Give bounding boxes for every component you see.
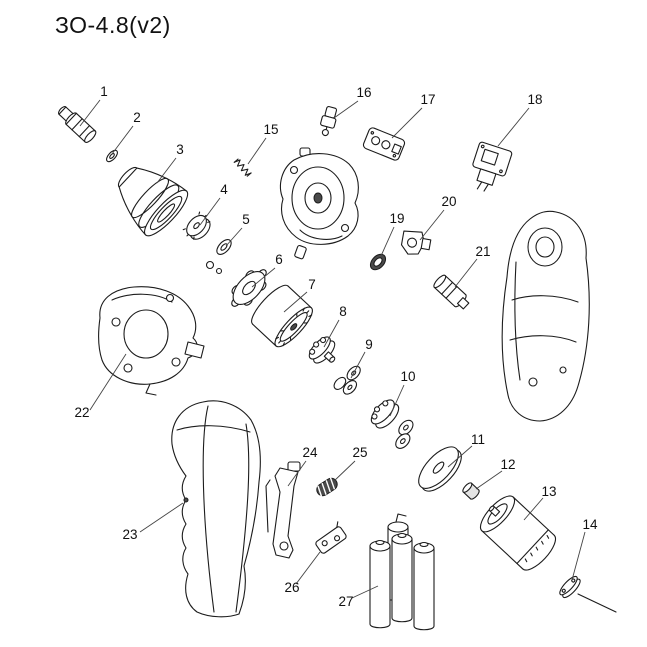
part-5-pins [205,260,223,275]
part-23-grip-housing-half [171,400,261,618]
part-2-washer [106,149,118,163]
part-12-coupling [462,482,480,500]
part-number-12: 12 [500,457,515,472]
part-8-planet-carrier [308,336,336,364]
part-17-switch-plate [362,127,406,161]
part-number-14: 14 [582,517,598,532]
part-10-planet-gears [395,419,414,449]
part-number-20: 20 [441,194,456,209]
part-26-contact-plate [315,521,347,554]
part-25-spring [316,477,338,498]
part-number-25: 25 [352,445,367,460]
part-number-7: 7 [308,277,316,292]
diagram-title: ЗО-4.8(v2) [55,12,171,38]
part-21-spindle-sleeve [433,274,470,310]
leader-lines [79,99,586,599]
axis-line [577,593,617,613]
part-number-23: 23 [122,527,137,542]
part-number-10: 10 [400,369,415,384]
part-number-26: 26 [284,580,299,595]
part-1-bit-holder [58,106,97,143]
part-number-1: 1 [100,84,108,99]
part-9-planet-gears [333,365,361,395]
part-number-6: 6 [275,252,283,267]
part-19-grommet [369,253,387,271]
part-6-cam-plate [231,269,267,307]
part-number-19: 19 [389,211,404,226]
part-number-17: 17 [420,92,435,107]
part-number-4: 4 [220,182,228,197]
part-22-gearbox-housing-half [98,286,205,396]
part-13-motor [479,495,557,571]
part-14-end-plate [559,575,581,599]
part-4-gear [182,211,211,240]
part-3-clutch-housing [117,166,189,237]
part-27-battery-pack [369,513,435,631]
part-24-trigger-bracket [265,461,301,559]
part-handle-housing-half [501,210,590,422]
part-number-27: 27 [338,594,353,609]
part-number-5: 5 [242,212,250,227]
part-18-switch-assembly [472,141,513,192]
part-number-3: 3 [176,142,184,157]
part-number-15: 15 [263,122,278,137]
part-number-11: 11 [471,432,485,447]
part-gearbox-housing-center [279,147,359,260]
part-number-18: 18 [527,92,542,107]
part-15-spring [233,158,252,177]
part-number-9: 9 [365,337,373,352]
part-11-clutch-disc [418,446,462,492]
part-numbers: 1 2 3 4 5 6 7 8 9 10 11 12 13 14 15 16 1… [74,84,598,609]
part-number-16: 16 [356,85,371,100]
part-number-2: 2 [133,110,141,125]
part-16-button [320,106,338,137]
part-number-13: 13 [541,484,556,499]
part-number-22: 22 [74,405,89,420]
part-number-24: 24 [302,445,318,460]
part-20-bracket [400,230,432,255]
part-5-washer [216,239,232,255]
part-number-21: 21 [475,244,490,259]
part-number-8: 8 [339,304,347,319]
